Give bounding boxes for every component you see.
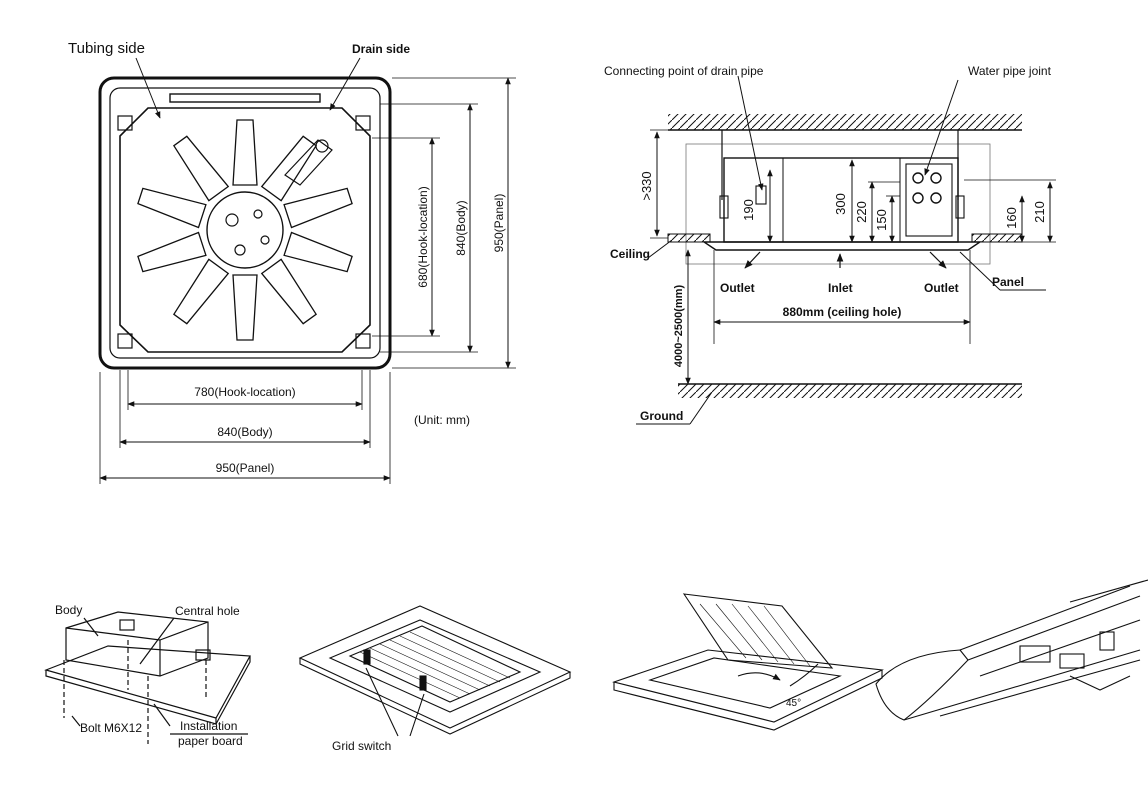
inlet-label: Inlet [828, 281, 853, 295]
dim-hook-width: 780(Hook-location) [194, 385, 295, 399]
install-view [44, 611, 251, 744]
grid-switch-label: Grid switch [332, 739, 391, 753]
bolt-label: Bolt M6X12 [80, 721, 142, 735]
dim-220: 220 [854, 201, 869, 223]
open-grille-frame [682, 593, 834, 669]
top-view [98, 57, 516, 484]
panel-outline [98, 76, 392, 370]
side-view [636, 75, 1056, 425]
hook-top-left [117, 115, 133, 131]
water-pipe-joint-label: Water pipe joint [968, 64, 1052, 78]
paper-board-label-2: paper board [178, 734, 243, 748]
ceiling-void [685, 143, 991, 265]
grid-slats [359, 631, 511, 699]
dim-panel-width: 950(Panel) [216, 461, 275, 475]
ground-label: Ground [640, 409, 683, 423]
ground-hatch [678, 384, 1022, 398]
corner-cover [875, 649, 969, 721]
drain-side-label: Drain side [352, 42, 410, 56]
dim-hook-height: 680(Hook-location) [416, 186, 430, 287]
grid-view [298, 605, 572, 737]
dim-150: 150 [874, 209, 889, 231]
open-panel-outline [612, 649, 884, 723]
hook-bottom-left [117, 333, 133, 349]
hook-bottom-right [355, 333, 371, 349]
dim-panel-height: 950(Panel) [492, 194, 506, 253]
open-grille-view [612, 593, 884, 731]
drain-pipe [284, 139, 333, 186]
ceiling-hole-label: 880mm (ceiling hole) [783, 305, 902, 319]
height-range-label: 4000~2500(mm) [673, 285, 685, 368]
drain-bar [169, 93, 321, 103]
corner-detail-view [875, 579, 1148, 721]
paper-board [44, 645, 251, 719]
open-grille-slats [699, 603, 811, 667]
dim-160: 160 [1004, 207, 1019, 229]
panel [701, 241, 983, 251]
dim-210: 210 [1032, 201, 1047, 223]
angle-label: 45° [786, 698, 801, 709]
dim-body-height: 840(Body) [454, 200, 468, 255]
tubing-side-label: Tubing side [68, 40, 145, 57]
paper-board-label-1: Installation [180, 719, 237, 733]
body-outline [119, 107, 371, 353]
central-hole-label: Central hole [175, 604, 240, 618]
dim-190: 190 [741, 199, 756, 221]
slab-hatch [668, 114, 1022, 130]
fan-blades [137, 119, 353, 341]
unit-note: (Unit: mm) [414, 413, 470, 427]
dim-300: 300 [833, 193, 848, 215]
outlet-right-label: Outlet [924, 281, 959, 295]
body-label: Body [55, 603, 82, 617]
grid-louvre [348, 625, 522, 703]
hook-top-right [355, 115, 371, 131]
panel-label: Panel [992, 275, 1024, 289]
fan-hub [206, 191, 284, 269]
dim-body-width: 840(Body) [217, 425, 272, 439]
panel-inner-outline [109, 87, 381, 359]
dim-330: >330 [639, 171, 654, 200]
outlet-left-label: Outlet [720, 281, 755, 295]
ceiling-label: Ceiling [610, 247, 650, 261]
connecting-point-label: Connecting point of drain pipe [604, 64, 764, 78]
install-body [65, 611, 209, 677]
